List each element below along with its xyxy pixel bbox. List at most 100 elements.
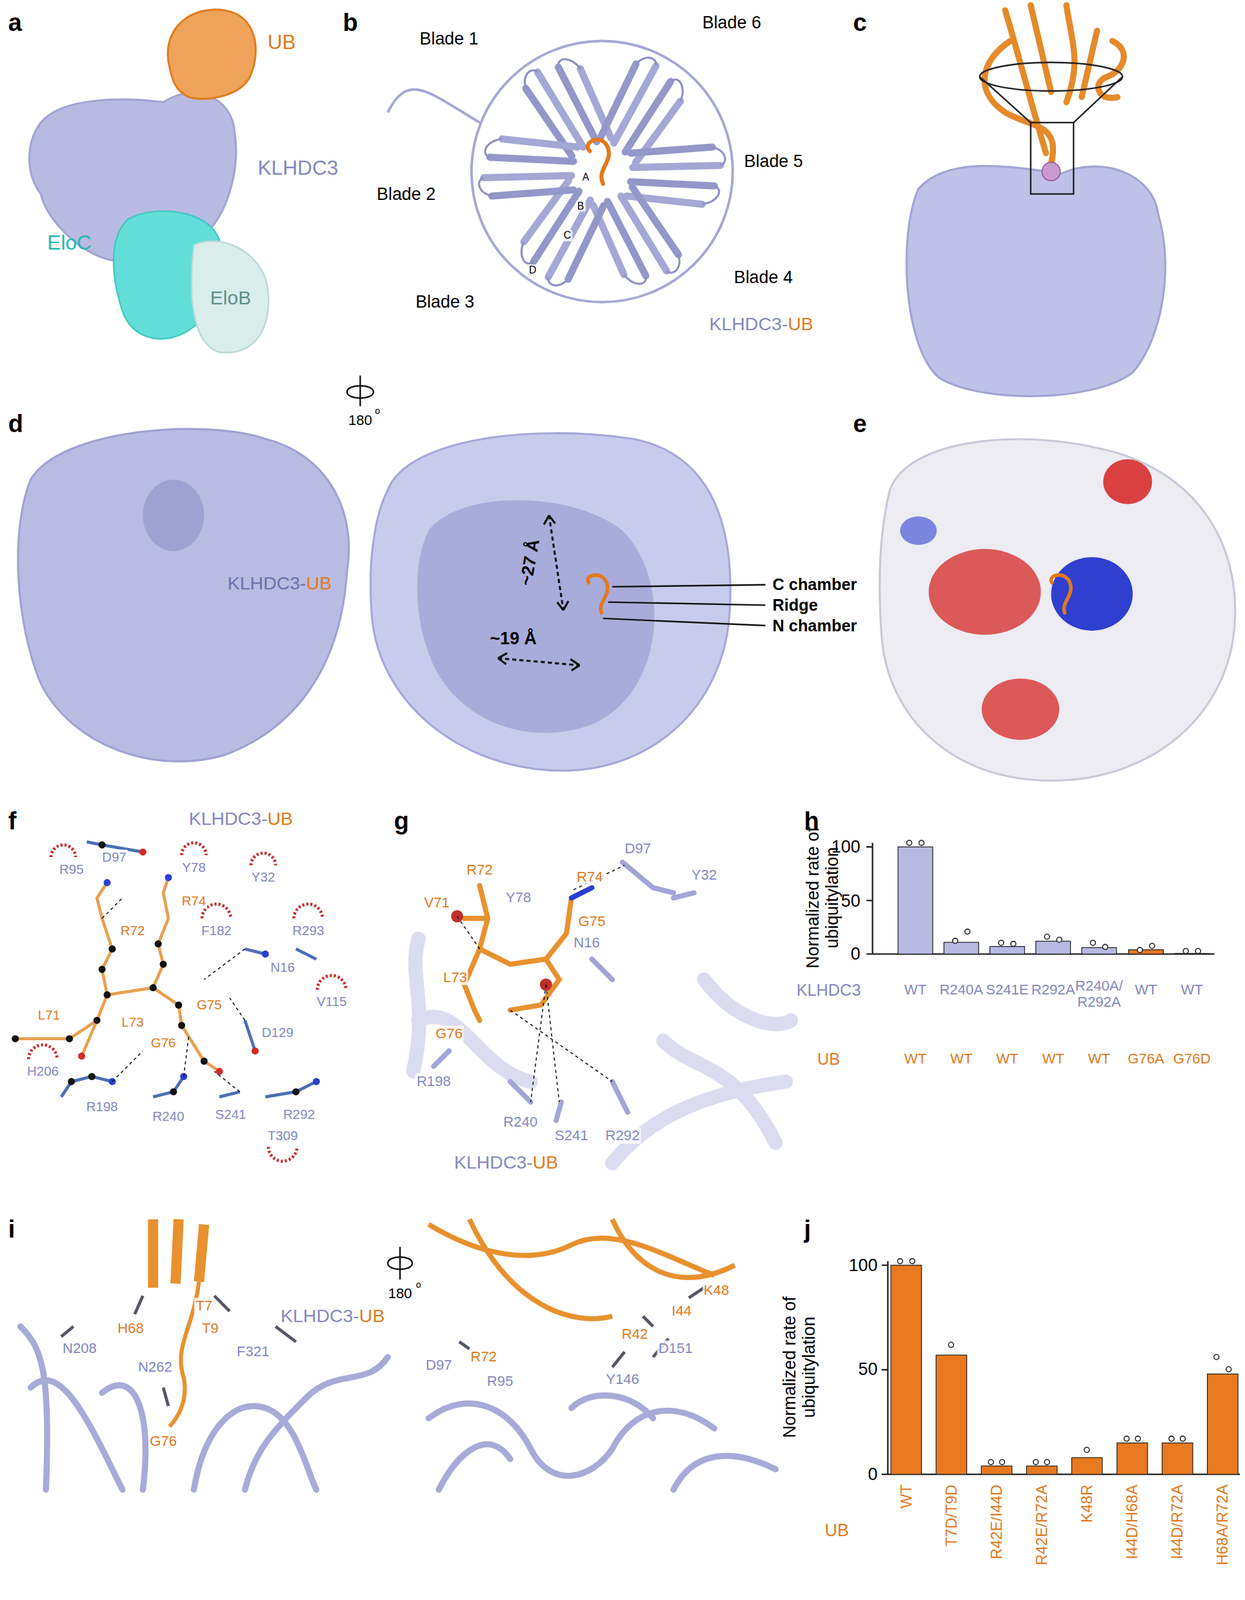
figure-label: V115 <box>315 994 348 1010</box>
illustration-shape <box>61 1295 297 1407</box>
figure-label: o <box>374 406 380 417</box>
figure-label: Y32 <box>250 870 277 886</box>
figure-label: Y32 <box>690 867 718 884</box>
illustration-shape <box>1010 941 1016 947</box>
illustration-shape <box>587 139 609 184</box>
illustration-shape <box>1124 1436 1130 1442</box>
figure-label: KLHDC3 <box>796 980 862 999</box>
illustration-shape <box>906 840 913 846</box>
figure-label: j <box>804 1215 812 1244</box>
figure-label: Y146 <box>604 1371 641 1388</box>
figure-label: KLHDC3 <box>258 156 339 180</box>
complex-surface <box>29 9 269 353</box>
illustration-shape <box>154 940 162 948</box>
figure-label: 100 <box>831 837 861 857</box>
figure-label: G76 <box>149 1035 178 1051</box>
figure-label: G75 <box>577 913 608 930</box>
figure-label: F321 <box>235 1344 271 1361</box>
figure-label: R240 <box>150 1108 186 1124</box>
illustration-shape <box>1050 557 1133 631</box>
propeller-cartoon <box>387 41 733 303</box>
figure-label: R74 <box>180 893 208 909</box>
figure-label: L73 <box>441 969 469 986</box>
figure-label: H68A/R72A <box>1214 1484 1232 1566</box>
figure-label: WT <box>904 981 927 998</box>
figure-label: EloB <box>210 287 251 309</box>
illustration-shape <box>1168 1436 1175 1442</box>
figure-label: G75 <box>195 997 224 1013</box>
figure-label: c <box>853 9 867 37</box>
illustration-shape <box>1135 1436 1141 1442</box>
figure-label: B <box>576 200 586 213</box>
figure-label: H68 <box>116 1320 146 1337</box>
illustration-shape <box>990 946 1026 955</box>
figure-label: C chamber <box>772 575 858 594</box>
figure-label: ~27 Å <box>516 537 544 588</box>
figure-label: S241E <box>985 981 1029 998</box>
figure-label: WT <box>996 1051 1018 1068</box>
structure-closeup <box>413 862 791 1164</box>
illustration-shape <box>1116 1443 1147 1475</box>
figure-label: 0 <box>868 1464 878 1485</box>
figure-label: UB <box>532 1153 559 1175</box>
illustration-shape <box>586 180 686 295</box>
surface-views <box>18 375 766 771</box>
illustration-shape <box>78 1052 86 1060</box>
figure-label: WT <box>1134 981 1157 998</box>
illustration-shape <box>216 1068 224 1076</box>
figure-label: WT <box>897 1484 915 1509</box>
figure-label: WT <box>1041 1051 1064 1068</box>
figure-label: D97 <box>100 849 128 865</box>
figure-label: R293 <box>290 923 326 938</box>
figure-label: Blade 6 <box>702 12 762 33</box>
figure-label: R240A/ R292A <box>1072 979 1126 1012</box>
figure-label: D97 <box>623 841 653 858</box>
illustration-shape <box>181 843 207 856</box>
illustration-shape <box>152 1219 204 1289</box>
illustration-group <box>11 841 300 1096</box>
illustration-shape <box>142 479 204 552</box>
illustration-shape <box>61 841 317 1097</box>
figure-label: R95 <box>58 861 86 877</box>
illustration-shape <box>909 1259 915 1265</box>
illustration-shape <box>294 904 323 919</box>
figure-label: 50 <box>841 891 861 911</box>
figure-label: Y78 <box>504 890 533 907</box>
figure-label: I44D/H68A <box>1123 1484 1142 1560</box>
illustration-group <box>78 848 259 1076</box>
illustration-shape <box>979 76 1123 123</box>
illustration-shape <box>457 865 625 1103</box>
illustration-shape <box>948 1342 954 1348</box>
illustration-shape <box>459 1288 705 1368</box>
figure-label: 100 <box>848 1255 878 1276</box>
illustration-shape <box>1071 1457 1102 1475</box>
illustration-shape <box>108 945 116 953</box>
figure-label: f <box>8 807 17 836</box>
figure-label: F182 <box>199 923 233 938</box>
bar-chart-h <box>866 840 1215 955</box>
illustration-shape <box>981 678 1060 740</box>
figure-label: L71 <box>36 1008 62 1024</box>
figure-label: R72 <box>465 862 495 879</box>
figure-label: I44 <box>670 1303 693 1320</box>
figure-label: T7D/T9D <box>943 1484 961 1547</box>
figure-label: i <box>8 1215 16 1244</box>
illustration-shape <box>1162 1443 1193 1475</box>
illustration-shape <box>1081 947 1117 955</box>
figure-label: R240A <box>939 981 984 998</box>
figure-label: T7 <box>194 1298 214 1315</box>
illustration-group <box>890 1265 1238 1475</box>
figure-label: WT <box>1181 981 1204 998</box>
illustration-shape <box>164 874 172 882</box>
illustration-shape <box>200 1057 208 1066</box>
figure-label: G76 <box>148 1434 179 1451</box>
illustration-shape <box>317 976 346 991</box>
illustration-shape <box>174 1001 182 1009</box>
figure-label: H206 <box>25 1064 60 1080</box>
figure-label: G76D <box>1173 1051 1211 1068</box>
illustration-shape <box>98 841 106 849</box>
figure-label: WT <box>950 1051 973 1068</box>
figure-label: K48R <box>1078 1484 1096 1524</box>
figure-label: o <box>416 1280 422 1291</box>
figure-label: S241 <box>214 1106 248 1122</box>
